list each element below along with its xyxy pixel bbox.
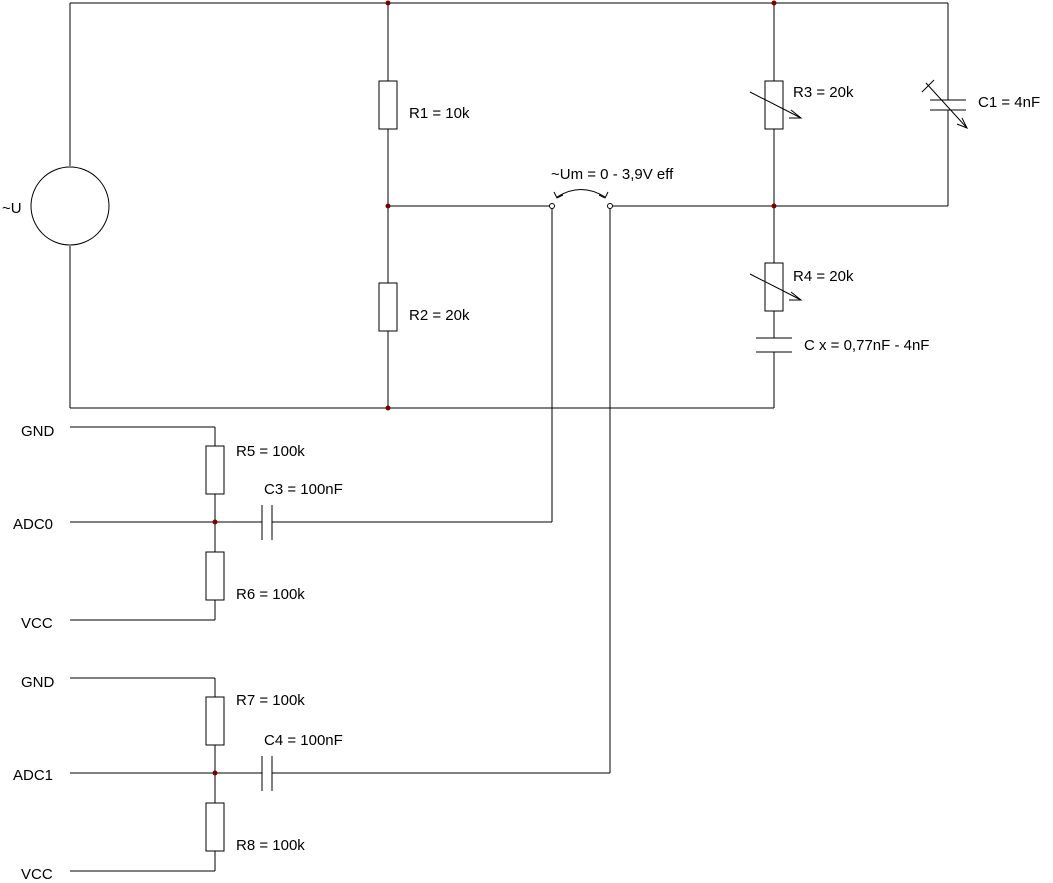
junction-dot — [385, 0, 391, 6]
adc0-label: ADC0 — [13, 516, 53, 533]
junction-dots — [212, 0, 777, 776]
cx-label: C x = 0,77nF - 4nF — [804, 337, 929, 354]
r7-label: R7 = 100k — [236, 692, 305, 709]
adc-leads — [551, 208, 611, 773]
adc0-network — [70, 426, 552, 621]
variable-capacitor-c1 — [921, 79, 969, 129]
gnd-bottom-label: GND — [21, 674, 55, 691]
adc1-network — [70, 677, 610, 872]
capacitor-cx — [756, 337, 792, 353]
junction-dot — [771, 0, 777, 6]
vcc-top-label: VCC — [21, 615, 53, 632]
c1-label: C1 = 4nF — [978, 94, 1040, 111]
resistor-r2 — [378, 282, 398, 332]
variable-resistor-r4 — [749, 262, 803, 312]
r5-label: R5 = 100k — [236, 443, 305, 460]
r8-label: R8 = 100k — [236, 837, 305, 854]
gnd-top-label: GND — [21, 423, 55, 440]
vcc-bottom-label: VCC — [21, 866, 53, 883]
r4-label: R4 = 20k — [793, 268, 854, 285]
r2-label: R2 = 20k — [409, 307, 470, 324]
ac-voltage-source — [30, 166, 110, 246]
source-label: ~U — [2, 200, 22, 217]
adc1-label: ADC1 — [13, 767, 53, 784]
resistor-r1 — [378, 80, 398, 130]
c3-label: C3 = 100nF — [264, 481, 343, 498]
junction-dot — [771, 203, 777, 209]
variable-resistor-r3 — [749, 80, 803, 130]
junction-dot — [385, 405, 391, 411]
r1-label: R1 = 10k — [409, 105, 470, 122]
r6-label: R6 = 100k — [236, 586, 305, 603]
r3-label: R3 = 20k — [793, 84, 854, 101]
junction-dot — [212, 519, 218, 525]
junction-dot — [212, 770, 218, 776]
measurement-label: ~Um = 0 - 3,9V eff — [551, 166, 674, 183]
junction-dot — [385, 203, 391, 209]
c4-label: C4 = 100nF — [264, 732, 343, 749]
measurement-terminals — [549, 189, 613, 209]
